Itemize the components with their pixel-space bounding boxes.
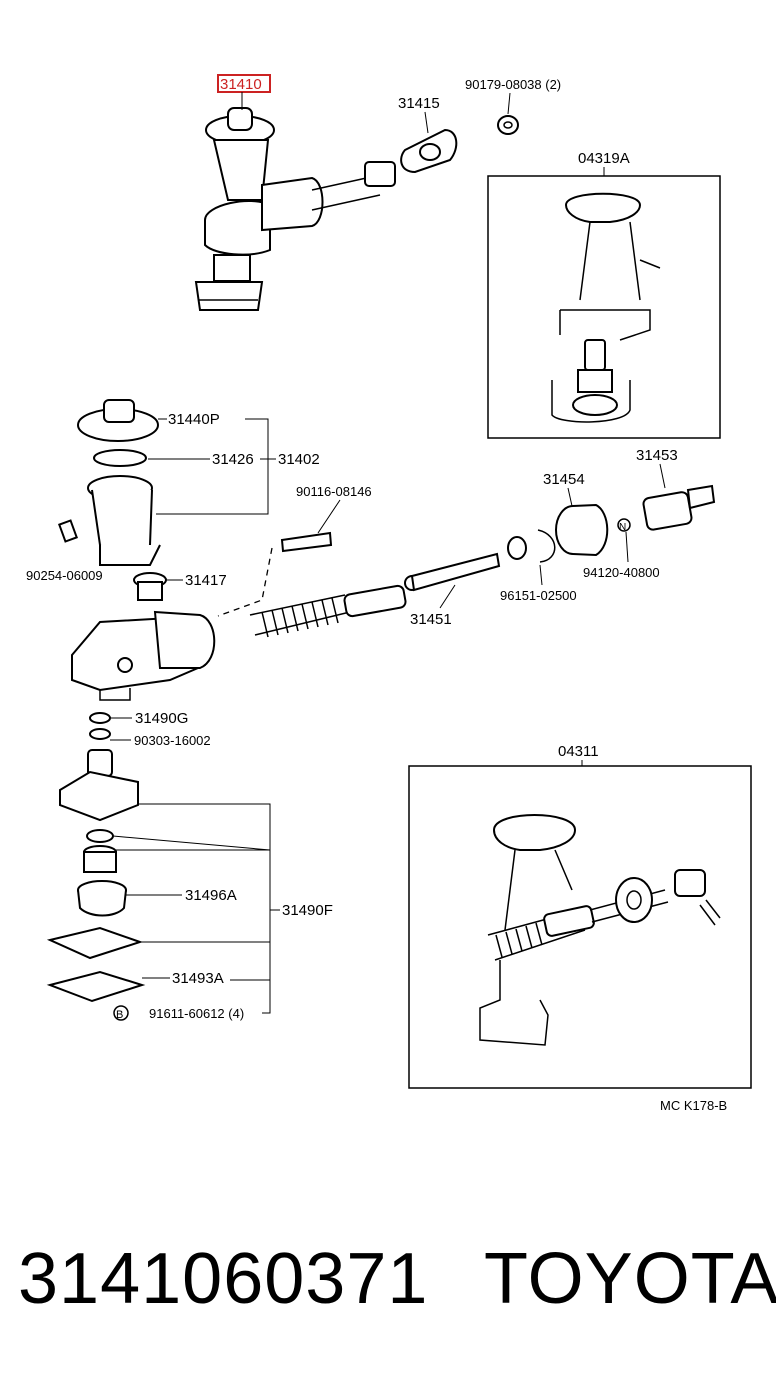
label-90254-06009[interactable]: 90254-06009 [26,568,103,583]
reference-code: MC K178-B [660,1098,727,1113]
valve-illustration [83,845,117,873]
gasket-90303-illustration [89,728,111,740]
push-rod-31451-illustration [410,552,501,592]
kit-04311-illustration [479,814,721,1046]
label-31402[interactable]: 31402 [278,451,320,468]
label-31451[interactable]: 31451 [410,611,452,628]
marker-n-circle [617,518,631,532]
label-31490G[interactable]: 31490G [135,710,188,727]
boot-31454-illustration [555,503,609,557]
selected-part-highlight [217,74,271,93]
kit-04319A-box [487,175,721,439]
marker-b: B [116,1009,123,1021]
label-04311[interactable]: 04311 [558,743,599,760]
label-91611-60612[interactable]: 91611-60612 (4) [149,1006,244,1021]
label-31415[interactable]: 31415 [398,95,440,112]
stud-90116-illustration [280,531,333,553]
label-31496A[interactable]: 31496A [185,887,237,904]
lower-housing-illustration [59,749,139,822]
grommet-31417-illustration [133,572,167,601]
label-31410[interactable]: 31410 [220,76,262,93]
piston-spring-illustration [249,575,420,638]
plate-illustration [46,926,144,960]
label-31417[interactable]: 31417 [185,572,227,589]
nut-90179-illustration [497,115,519,135]
marker-n: N [619,522,626,533]
label-31453[interactable]: 31453 [636,447,678,464]
footer: 3141060371 TOYOTA [0,1230,776,1330]
snap-ring-96151-illustration [537,529,556,563]
diaphragm-31496A-illustration [77,880,127,917]
cylinder-body-illustration [71,610,216,701]
label-31454[interactable]: 31454 [543,471,585,488]
master-cylinder-assembly-illustration [194,107,396,311]
oring-31490G-illustration [89,712,111,724]
label-90303-16002[interactable]: 90303-16002 [134,733,211,748]
label-31426[interactable]: 31426 [212,451,254,468]
label-31440P[interactable]: 31440P [168,411,220,428]
reservoir-body-illustration [87,475,161,566]
seal-31426-illustration [93,449,147,467]
label-96151-02500[interactable]: 96151-02500 [500,588,577,603]
label-90179-08038[interactable]: 90179-08038 (2) [465,77,561,92]
reservoir-cap-31440P-illustration [77,399,159,442]
brand-name: TOYOTA [484,1239,776,1319]
label-94120-40800[interactable]: 94120-40800 [583,565,660,580]
part-number: 3141060371 [18,1239,429,1319]
label-90116-08146[interactable]: 90116-08146 [296,484,372,499]
kit-04319A-illustration [551,192,661,423]
flange-31415-illustration [400,128,458,174]
washer-illustration [507,536,527,560]
kit-04311-box [408,765,752,1089]
marker-b-circle [113,1005,129,1021]
label-31490F[interactable]: 31490F [282,902,333,919]
spring-seat-illustration [86,829,114,843]
pin-90254-illustration [58,519,78,543]
gasket-31493A-illustration [46,970,146,1003]
clevis-31453-illustration [642,484,716,531]
label-31493A[interactable]: 31493A [172,970,224,987]
label-04319A[interactable]: 04319A [578,150,630,167]
